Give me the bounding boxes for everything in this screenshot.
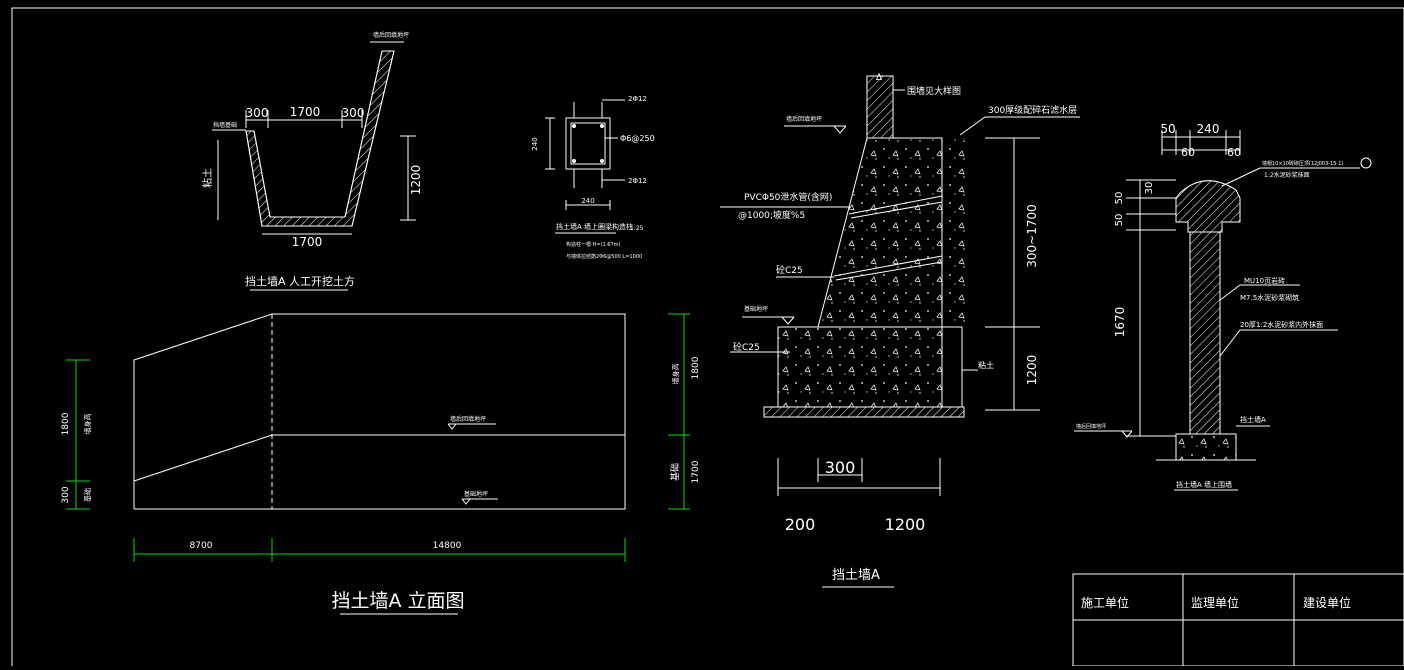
elevation-level-lower: 基础地坪 — [464, 490, 488, 498]
trench-dim-top-left: 300 — [246, 106, 269, 120]
fence-dim-60b: 60 — [1227, 146, 1241, 159]
trench-note-top: 墙后回填地坪 — [373, 31, 409, 39]
column-stirrup-label: Φ6@250 — [620, 134, 655, 143]
section-drain-label: 300厚级配碎石滤水层 — [988, 104, 1077, 116]
fence-foundation — [1175, 433, 1237, 461]
section-concrete-upper: 砼C25 — [776, 264, 803, 276]
section-view: ∆ 围墙见大样图 300厚级配碎石滤水层 墙后回填地坪 PVCΦ50泄水管(含网… — [720, 73, 1080, 588]
section-pipe-spacing: @1000;坡度%5 — [738, 209, 805, 221]
column-detail: 2Φ12 2Φ12 Φ6@250 240 240 挡土墙A 墙上圈梁构造柱 1:… — [531, 95, 655, 260]
fence-dim-60a: 60 — [1181, 146, 1195, 159]
section-top-label: 围墙见大样图 — [907, 85, 961, 97]
section-soil-label: 粘土 — [978, 360, 994, 370]
column-note1: 构造柱一根 H=(1.67m) — [566, 241, 620, 248]
fence-dim-v30: 30 — [1144, 182, 1155, 195]
elevation-level-upper: 墙后回填地坪 — [450, 415, 486, 423]
section-dim-lower: 1200 — [1025, 355, 1039, 386]
section-concrete-lower: 砼C25 — [733, 341, 760, 353]
fence-dim-240: 240 — [1197, 122, 1220, 136]
trench-detail: 300 1700 300 1700 1200 粘土 挡墙基础 墙后回填地坪 挡土… — [201, 31, 423, 291]
elevation-label-left-lower: 基础 — [83, 488, 92, 502]
section-foot-label: 基础地坪 — [744, 305, 768, 313]
fence-dim-v50a: 50 — [1114, 192, 1125, 205]
section-ground-hatch — [763, 406, 965, 418]
section-drain-layer — [942, 326, 963, 408]
elevation-label-right-upper: 墙身高 — [671, 364, 680, 385]
fence-ground: 墙后回填地坪 — [1076, 423, 1106, 430]
fence-dim-50: 50 — [1160, 122, 1175, 136]
fence-base: 挡土墙A — [1240, 415, 1266, 424]
column-dim-height: 240 — [531, 137, 539, 150]
section-caption: 挡土墙A — [832, 568, 880, 583]
trench-outline — [245, 50, 395, 227]
trench-dim-top-mid: 1700 — [290, 105, 321, 119]
elevation-label-left-upper: 墙身高 — [83, 414, 92, 435]
title-block: 施工单位 监理单位 建设单位 — [1072, 573, 1404, 667]
fence-mortar: M7.5水泥砂浆砌筑 — [1240, 293, 1299, 302]
trench-dim-top-right: 300 — [342, 106, 365, 120]
column-stirrup — [570, 122, 606, 165]
fence-cap-note2: 1:2水泥砂浆抹面 — [1264, 171, 1310, 179]
section-footing — [777, 326, 943, 408]
elevation-dim-right-lower: 1700 — [691, 460, 701, 483]
section-dim-right: 1200 — [885, 515, 926, 534]
elevation-dim-right-upper: 1800 — [691, 356, 701, 379]
trench-dim-bottom: 1700 — [292, 235, 323, 249]
column-note2: 与墙体拉结筋2Φ6@500 L=1000 — [566, 253, 642, 260]
elevation-title: 挡土墙A 立面图 — [331, 590, 464, 612]
section-dim-left: 200 — [785, 515, 816, 534]
trench-dim-height: 1200 — [409, 165, 423, 196]
elevation-outline — [133, 313, 626, 510]
svg-text:∆: ∆ — [875, 73, 883, 83]
titleblock-construction: 施工单位 — [1081, 595, 1129, 610]
fence-plaster: 20厚1:2水泥砂浆内外抹面 — [1240, 320, 1323, 329]
column-scale: 1:25 — [630, 225, 644, 232]
trench-side-label: 粘土 — [201, 168, 214, 188]
elevation-dim-bottom-right: 14800 — [433, 541, 462, 551]
elevation-dim-bottom-left: 8700 — [190, 541, 213, 551]
section-dim-top: 300 — [825, 458, 856, 477]
fence-dim-v50b: 50 — [1114, 214, 1125, 227]
section-pipe-label: PVCΦ50泄水管(含网) — [744, 191, 832, 203]
section-fence-stub — [866, 75, 894, 139]
column-rebar-top: 2Φ12 — [628, 95, 647, 103]
trench-caption: 挡土墙A 人工开挖土方 — [245, 274, 355, 288]
fence-detail: 50 240 60 60 30 50 50 1670 墙帽10×10砖砌压顶(1… — [1074, 122, 1372, 491]
titleblock-supervision: 监理单位 — [1191, 595, 1239, 610]
section-wall-body — [817, 137, 943, 328]
fence-cap-note1: 墙帽10×10砖砌压顶(12J003-15-1) — [1262, 160, 1343, 167]
elevation-dim-left-lower: 300 — [61, 486, 71, 503]
elevation-dim-left-upper: 1800 — [61, 412, 71, 435]
fence-wall-body — [1175, 180, 1241, 435]
elevation-label-right-lower: 基础 — [669, 463, 681, 481]
section-fill-label: 墙后回填地坪 — [786, 115, 822, 123]
elevation-view: 墙后回填地坪 基础地坪 1800 300 墙身高 基础 1800 1700 墙身… — [61, 313, 701, 615]
column-dim-width: 240 — [581, 197, 594, 205]
section-dim-upper: 300~1700 — [1025, 204, 1039, 268]
fence-dim-height: 1670 — [1113, 307, 1127, 338]
titleblock-owner: 建设单位 — [1303, 595, 1351, 610]
column-caption: 挡土墙A 墙上圈梁构造柱 — [556, 222, 633, 231]
fence-caption: 挡土墙A 墙上围墙 — [1176, 480, 1232, 489]
fence-brick: MU10页岩砖 — [1244, 276, 1285, 285]
column-outer — [565, 117, 611, 170]
trench-note-left: 挡墙基础 — [213, 121, 237, 129]
column-rebar-bottom: 2Φ12 — [628, 177, 647, 185]
